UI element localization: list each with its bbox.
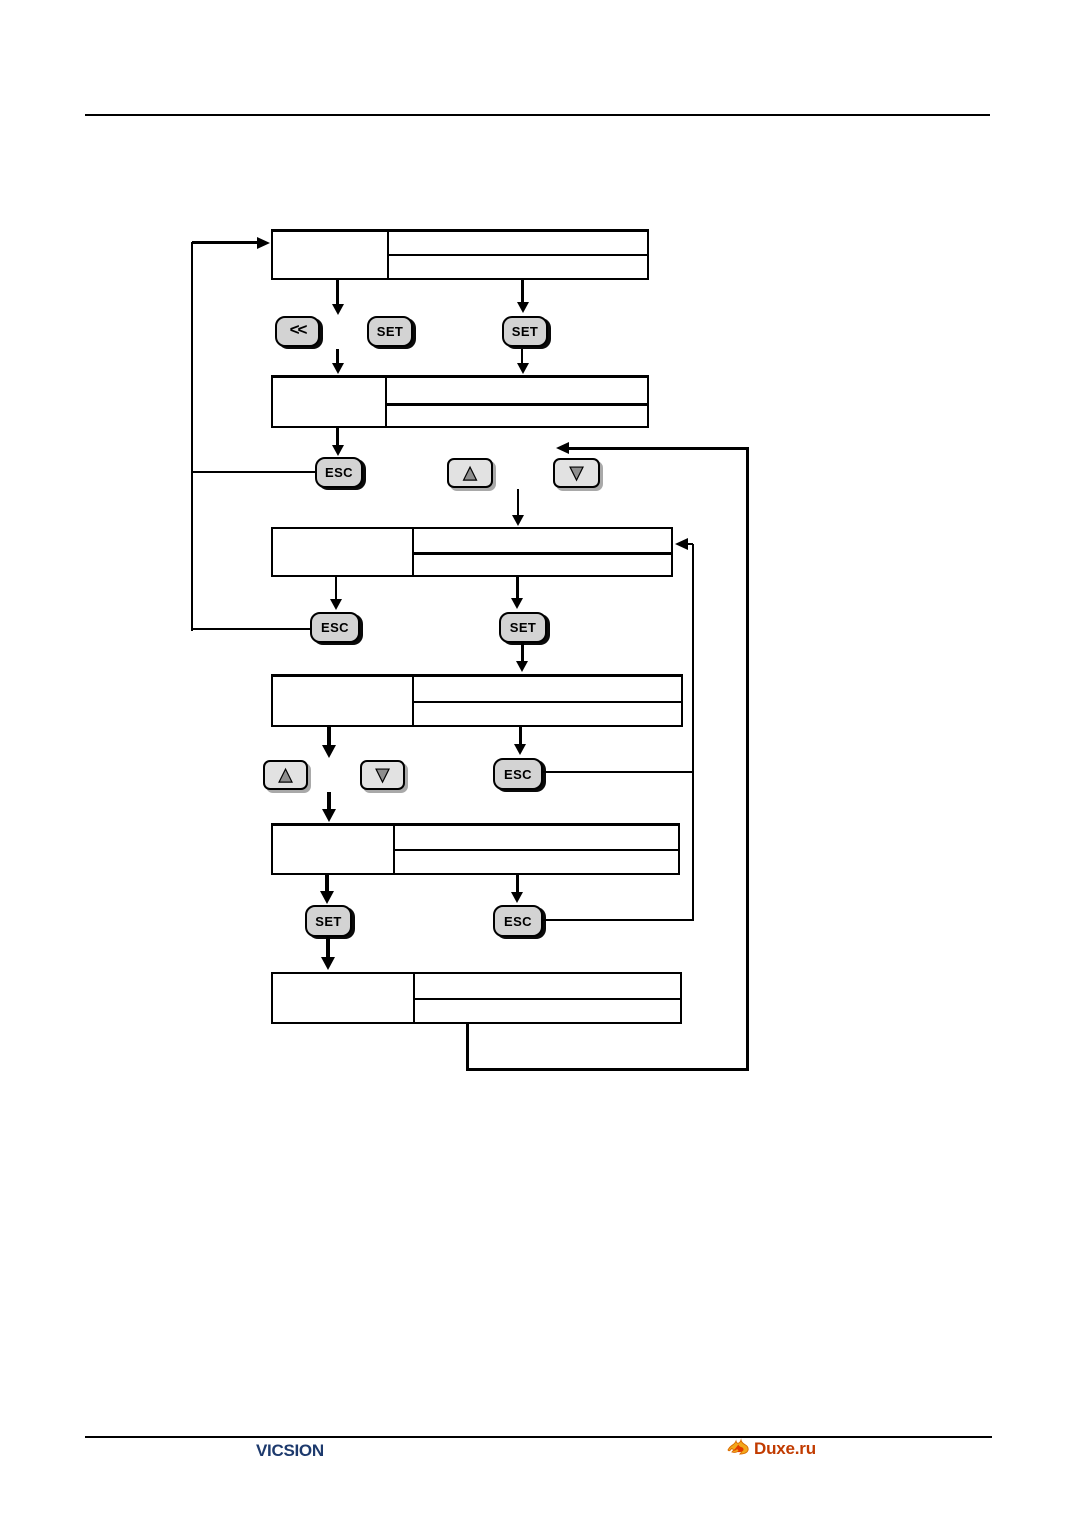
esc-button-label: ESC xyxy=(321,620,349,635)
screen-box-6 xyxy=(271,972,682,1024)
arrow-head-down xyxy=(517,363,529,374)
screen-box-vertical-divider xyxy=(413,974,415,1022)
set-button: SET xyxy=(499,612,547,643)
set-button: SET xyxy=(367,316,413,347)
screen-box-row-divider xyxy=(387,403,647,406)
up-arrow-icon: ▲ xyxy=(463,462,477,483)
flow-line xyxy=(192,241,258,244)
flow-line xyxy=(516,577,519,599)
flow-line xyxy=(192,471,315,473)
flow-line xyxy=(521,280,524,303)
flow-line xyxy=(521,643,524,662)
down-arrow-icon: ▼ xyxy=(375,764,390,785)
down-arrow-icon: ▼ xyxy=(569,462,584,483)
arrow-head-down xyxy=(517,302,529,313)
flow-line xyxy=(326,937,330,959)
esc-button: ESC xyxy=(493,758,543,790)
screen-box-row-divider xyxy=(395,849,678,851)
set-button-label: SET xyxy=(376,324,404,339)
arrow-head-down xyxy=(511,892,523,903)
up-arrow-icon: ▲ xyxy=(278,764,293,785)
flow-line xyxy=(568,447,748,450)
esc-button: ESC xyxy=(310,612,360,643)
arrow-head-down xyxy=(332,363,344,374)
flow-line xyxy=(543,919,693,921)
set-button-label: SET xyxy=(511,324,539,339)
screen-box-vertical-divider xyxy=(393,826,395,873)
screen-box-1 xyxy=(271,229,649,280)
up-button: ▲ xyxy=(447,458,493,488)
vicsion-logo: VICSION xyxy=(256,1441,324,1460)
arrow-head-down xyxy=(330,599,342,610)
screen-box-4 xyxy=(271,674,683,727)
screen-box-5 xyxy=(271,823,680,875)
flow-line xyxy=(521,349,523,364)
back-button: << xyxy=(275,316,320,347)
screen-box-row-divider xyxy=(389,254,647,256)
arrow-head-down xyxy=(516,661,528,672)
duxe-logo: Duxe.ru xyxy=(727,1438,816,1460)
footer-rule xyxy=(85,1436,992,1438)
esc-button-label: ESC xyxy=(504,766,532,782)
arrow-head-down xyxy=(320,891,334,904)
flow-line xyxy=(746,447,749,1071)
screen-box-3 xyxy=(271,527,673,577)
duxe-logo-text: Duxe.ru xyxy=(754,1439,816,1458)
screen-box-vertical-divider xyxy=(412,529,414,575)
esc-button-label: ESC xyxy=(504,913,532,929)
down-button: ▼ xyxy=(360,760,405,790)
flow-line xyxy=(191,242,193,631)
screen-box-2 xyxy=(271,375,649,428)
esc-button-label: ESC xyxy=(325,465,353,480)
arrow-head-down xyxy=(321,957,335,970)
flow-line xyxy=(336,349,339,364)
arrow-head-right xyxy=(257,237,270,249)
flow-line xyxy=(519,727,522,746)
flow-line xyxy=(327,727,331,747)
arrow-head-down xyxy=(512,515,524,526)
set-button: SET xyxy=(502,316,548,347)
arrow-head-down xyxy=(322,745,336,758)
flow-line xyxy=(335,577,337,600)
flow-line xyxy=(325,875,329,893)
flow-line xyxy=(466,1068,748,1071)
flow-line xyxy=(516,875,519,893)
esc-button: ESC xyxy=(315,457,363,488)
flow-line xyxy=(327,792,331,811)
arrow-head-left xyxy=(556,442,569,454)
flow-line xyxy=(517,489,519,516)
arrow-head-down xyxy=(514,744,526,755)
screen-box-row-divider xyxy=(414,552,671,555)
down-button: ▼ xyxy=(553,458,600,488)
up-button: ▲ xyxy=(263,760,308,790)
set-button: SET xyxy=(305,905,352,937)
arrow-head-down xyxy=(332,304,344,315)
flow-line xyxy=(192,628,310,630)
arrow-head-left xyxy=(675,538,688,550)
screen-box-row-divider xyxy=(414,701,681,703)
set-button-label: SET xyxy=(509,620,537,635)
flow-line xyxy=(336,280,339,304)
arrow-head-down xyxy=(332,445,344,456)
flow-line xyxy=(543,771,693,773)
set-button-label: SET xyxy=(315,913,342,929)
flow-line xyxy=(687,543,693,545)
arrow-head-down xyxy=(511,598,523,609)
arrow-head-down xyxy=(322,809,336,822)
esc-button: ESC xyxy=(493,905,543,937)
header-rule xyxy=(85,114,990,116)
screen-box-vertical-divider xyxy=(412,677,414,725)
screen-box-row-divider xyxy=(415,998,680,1000)
screen-box-vertical-divider xyxy=(385,378,387,426)
flow-line xyxy=(336,428,339,446)
flow-line xyxy=(692,544,694,921)
back-button-label: << xyxy=(289,320,308,339)
flow-line xyxy=(466,1022,469,1070)
screen-box-vertical-divider xyxy=(387,232,389,278)
flame-icon xyxy=(727,1438,753,1460)
